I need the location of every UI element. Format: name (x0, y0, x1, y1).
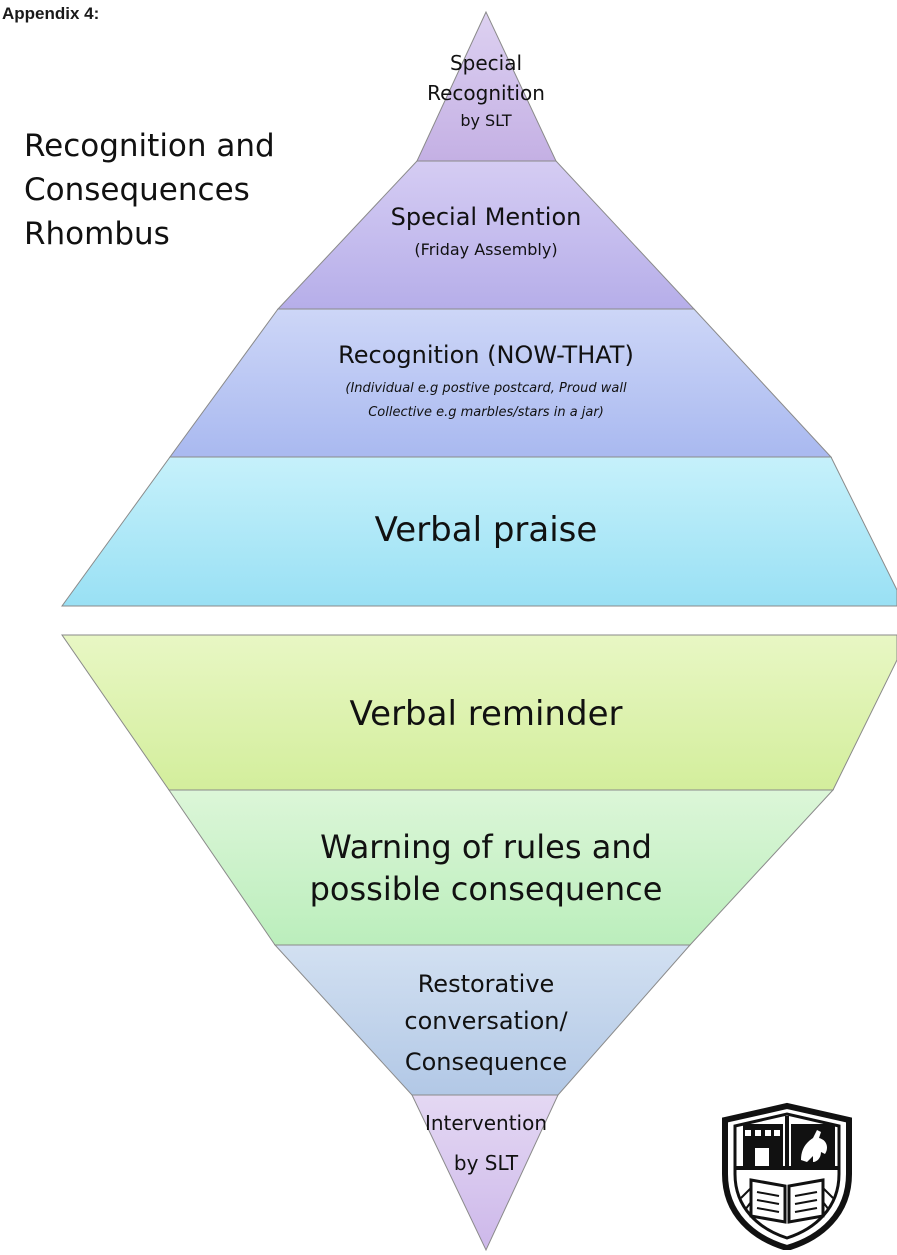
recognition-tier-1-label: Special Recognition by SLT (386, 48, 586, 134)
tier-3-line-1: Recognition (NOW-THAT) (338, 341, 634, 369)
title-line-1: Recognition and (24, 128, 275, 164)
consequence-tier-2-label: Warning of rules and possible consequenc… (236, 826, 736, 910)
consequence-tier-4-shape (411, 1094, 559, 1252)
tier-4-line-2: by SLT (453, 1151, 519, 1175)
recognition-tier-4-label: Verbal praise (286, 508, 686, 552)
school-crest-icon (717, 1102, 857, 1255)
consequence-tier-1-shape (61, 634, 897, 791)
tier-2-line-1: Warning of rules and (320, 828, 652, 866)
tier-2-line-2: possible consequence (309, 870, 663, 908)
tier-3-line-2: conversation/ (404, 1007, 568, 1035)
consequence-tier-1-label: Verbal reminder (286, 692, 686, 736)
appendix-label: Appendix 4: (2, 4, 100, 23)
recognition-tier-3-label: Recognition (NOW-THAT) (Individual e.g p… (236, 337, 736, 425)
recognition-tier-2-label: Special Mention (Friday Assembly) (286, 199, 686, 265)
recognition-tier-4-shape (61, 456, 897, 607)
consequence-tier-3-label: Restorative conversation/ Consequence (336, 966, 636, 1081)
tier-3-line-1: Restorative (417, 970, 555, 998)
tier-1-line-2: Recognition (427, 81, 545, 105)
tier-2-line-2: (Friday Assembly) (414, 240, 558, 259)
tier-1-line-3: by SLT (460, 111, 512, 130)
title-line-2: Consequences (24, 172, 250, 208)
title-line-3: Rhombus (24, 216, 170, 252)
tier-1-line-1: Verbal reminder (349, 694, 623, 734)
consequence-tier-4-label: Intervention by SLT (386, 1106, 586, 1180)
tier-4-line-1: Intervention (424, 1111, 548, 1135)
diagram-title: Recognition and Consequences Rhombus (24, 124, 275, 256)
tier-3-line-3: Consequence (404, 1048, 568, 1076)
tier-2-line-1: Special Mention (390, 203, 582, 231)
tier-3-line-3: Collective e.g marbles/stars in a jar) (368, 405, 604, 420)
tier-3-line-2: (Individual e.g postive postcard, Proud … (345, 381, 627, 396)
tier-1-line-1: Special (449, 51, 523, 75)
tier-4-line-1: Verbal praise (374, 510, 598, 550)
